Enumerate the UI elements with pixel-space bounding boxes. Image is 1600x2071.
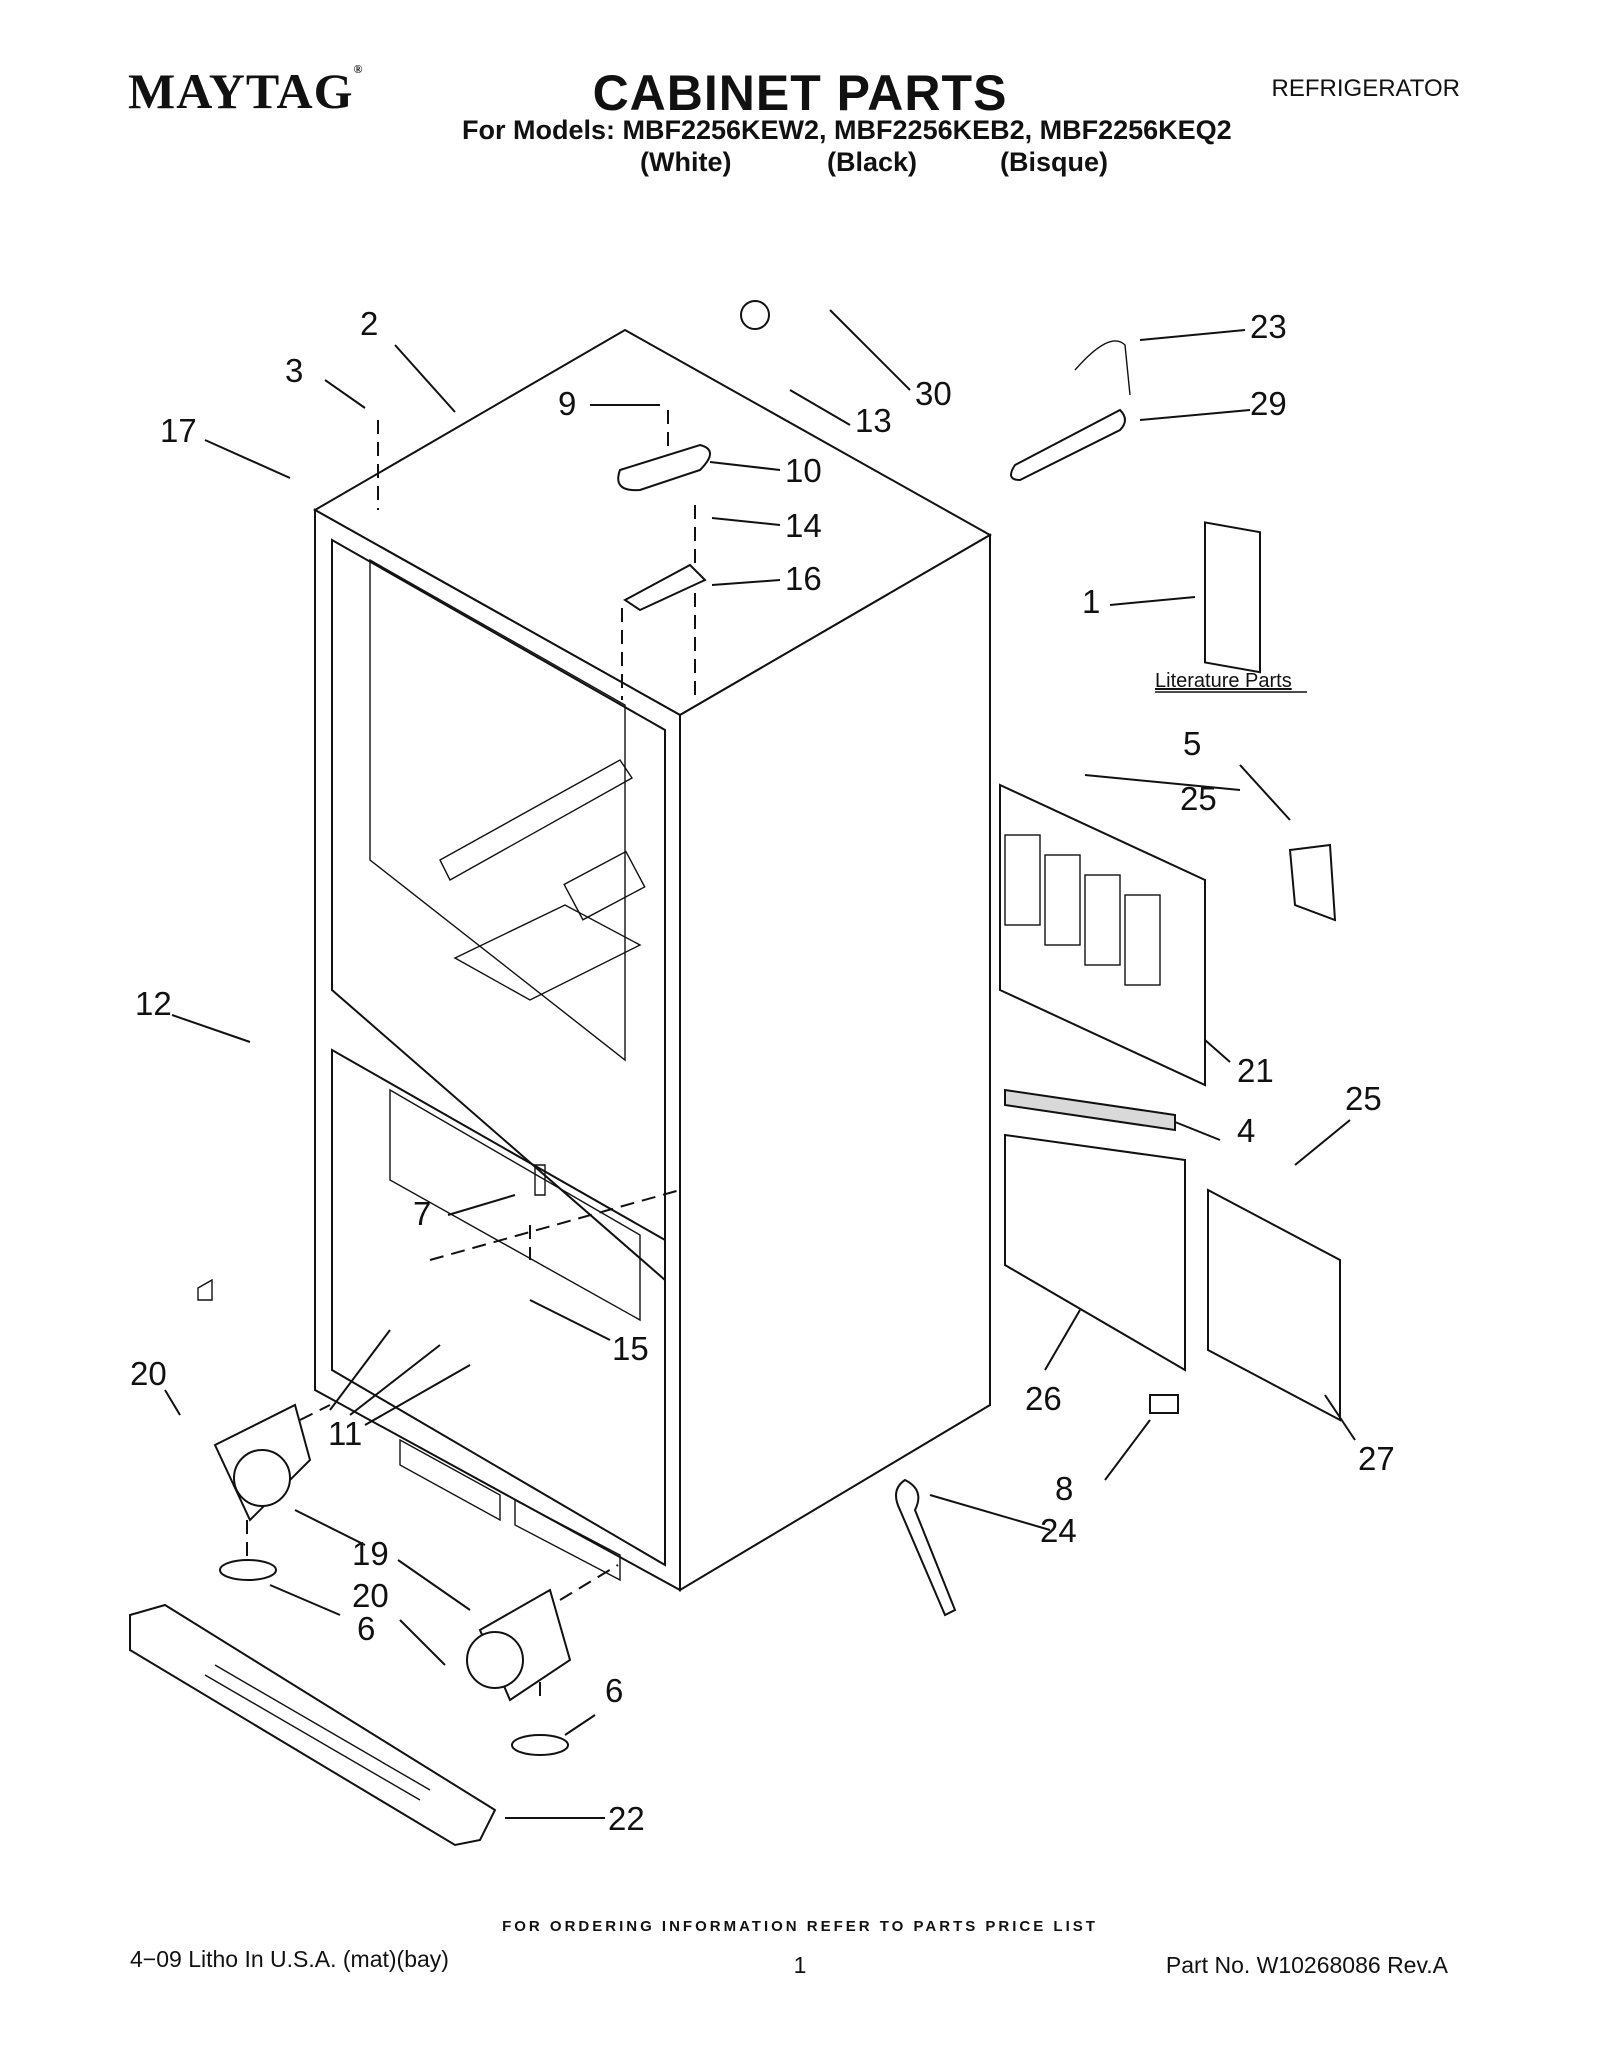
callout-7: 7: [413, 1195, 431, 1232]
crisper-cover: [453, 904, 642, 1001]
cord-cover: [1207, 1188, 1341, 1422]
exploded-parts-diagram: 1 2 3 4 5 6 6 7 8 9 10 11 12 13 14 15 16…: [129, 300, 1395, 1847]
callout-29: 29: [1250, 385, 1287, 422]
callout-10: 10: [785, 452, 822, 489]
roller-right: [466, 1631, 524, 1689]
litho-info: 4−09 Litho In U.S.A. (mat)(bay): [130, 1946, 449, 1972]
callout-26: 26: [1025, 1380, 1062, 1417]
callout-2: 2: [360, 305, 378, 342]
literature-parts-book: [1204, 521, 1261, 674]
page-title: CABINET PARTS: [592, 65, 1008, 121]
freezer-rail: [389, 1088, 641, 1322]
page-number: 1: [793, 1952, 807, 1978]
brand-name: MAYTAG: [128, 63, 354, 119]
callout-6a: 6: [357, 1610, 375, 1647]
stud-7: [534, 1164, 546, 1196]
alignment-lines: [246, 410, 696, 1700]
callout-17: 17: [160, 412, 197, 449]
color-bisque: (Bisque): [1000, 147, 1108, 177]
maytag-logo: MAYTAG®: [128, 62, 363, 120]
top-hinge: [623, 563, 707, 612]
clip-part-5: [1288, 843, 1337, 922]
callout-23: 23: [1250, 308, 1287, 345]
registered-mark: ®: [353, 62, 364, 76]
vent-grille: [563, 850, 646, 921]
rear-access-cover: [999, 783, 1206, 1087]
freezer-opening: [331, 1048, 666, 1567]
leveling-leg-right: [511, 1734, 569, 1756]
callout-13: 13: [855, 402, 892, 439]
callout-8: 8: [1055, 1470, 1073, 1507]
callout-27: 27: [1358, 1440, 1395, 1477]
base-slot-left: [399, 1438, 501, 1522]
callout-25a: 25: [1180, 780, 1217, 817]
callout-12: 12: [135, 985, 172, 1022]
leader-lines: [164, 309, 1356, 1819]
callout-20a: 20: [130, 1355, 167, 1392]
cover-louvers: [1004, 834, 1161, 986]
models-line: For Models: MBF2256KEW2, MBF2256KEB2, MB…: [462, 115, 1232, 145]
callout-labels: 1 2 3 4 5 6 6 7 8 9 10 11 12 13 14 15 16…: [130, 305, 1395, 1837]
color-white: (White): [640, 147, 732, 177]
callout-14: 14: [785, 507, 822, 544]
cabinet-front-frame: [314, 508, 681, 1592]
seal-strip: [1004, 1088, 1176, 1132]
callout-5: 5: [1183, 725, 1201, 762]
shelf-support: [439, 759, 634, 881]
anti-tip-wrench: [895, 1478, 957, 1617]
callout-15: 15: [612, 1330, 649, 1367]
callout-20b: 20: [352, 1577, 389, 1614]
callout-9: 9: [558, 385, 576, 422]
base-grille: [129, 1603, 497, 1847]
ordering-note: FOR ORDERING INFORMATION REFER TO PARTS …: [502, 1918, 1098, 1935]
callout-22: 22: [608, 1800, 645, 1837]
leveling-leg-left: [219, 1559, 277, 1581]
callout-16: 16: [785, 560, 822, 597]
literature-parts-label: Literature Parts: [1155, 670, 1292, 692]
callout-19: 19: [352, 1535, 389, 1572]
hinge-cover: [617, 443, 711, 492]
roller-left: [233, 1449, 291, 1507]
callout-6b: 6: [605, 1672, 623, 1709]
cabinet-side: [679, 533, 991, 1592]
callout-24: 24: [1040, 1512, 1077, 1549]
water-tube: [1010, 408, 1126, 482]
color-black: (Black): [827, 147, 918, 177]
cabinet-body: [312, 328, 993, 1592]
callout-21: 21: [1237, 1052, 1274, 1089]
door-closer-cam: [740, 300, 770, 330]
power-cord-clip: [1149, 1394, 1179, 1414]
tube-clamp: [1074, 340, 1131, 396]
part-number: Part No. W10268086 Rev.A: [1165, 1952, 1448, 1978]
base-slot-right: [514, 1498, 621, 1582]
callout-1: 1: [1082, 583, 1100, 620]
callout-3: 3: [285, 352, 303, 389]
grille-vents: [214, 1664, 431, 1791]
product-category: REFRIGERATOR: [1271, 75, 1460, 102]
liner-back: [369, 558, 626, 1062]
small-parts: [129, 300, 1341, 1847]
screw-12: [197, 1278, 213, 1301]
callout-30: 30: [915, 375, 952, 412]
callout-11: 11: [328, 1415, 362, 1452]
insulation-panel: [1004, 1133, 1186, 1372]
callout-4: 4: [1237, 1112, 1255, 1149]
callout-25b: 25: [1345, 1080, 1382, 1117]
